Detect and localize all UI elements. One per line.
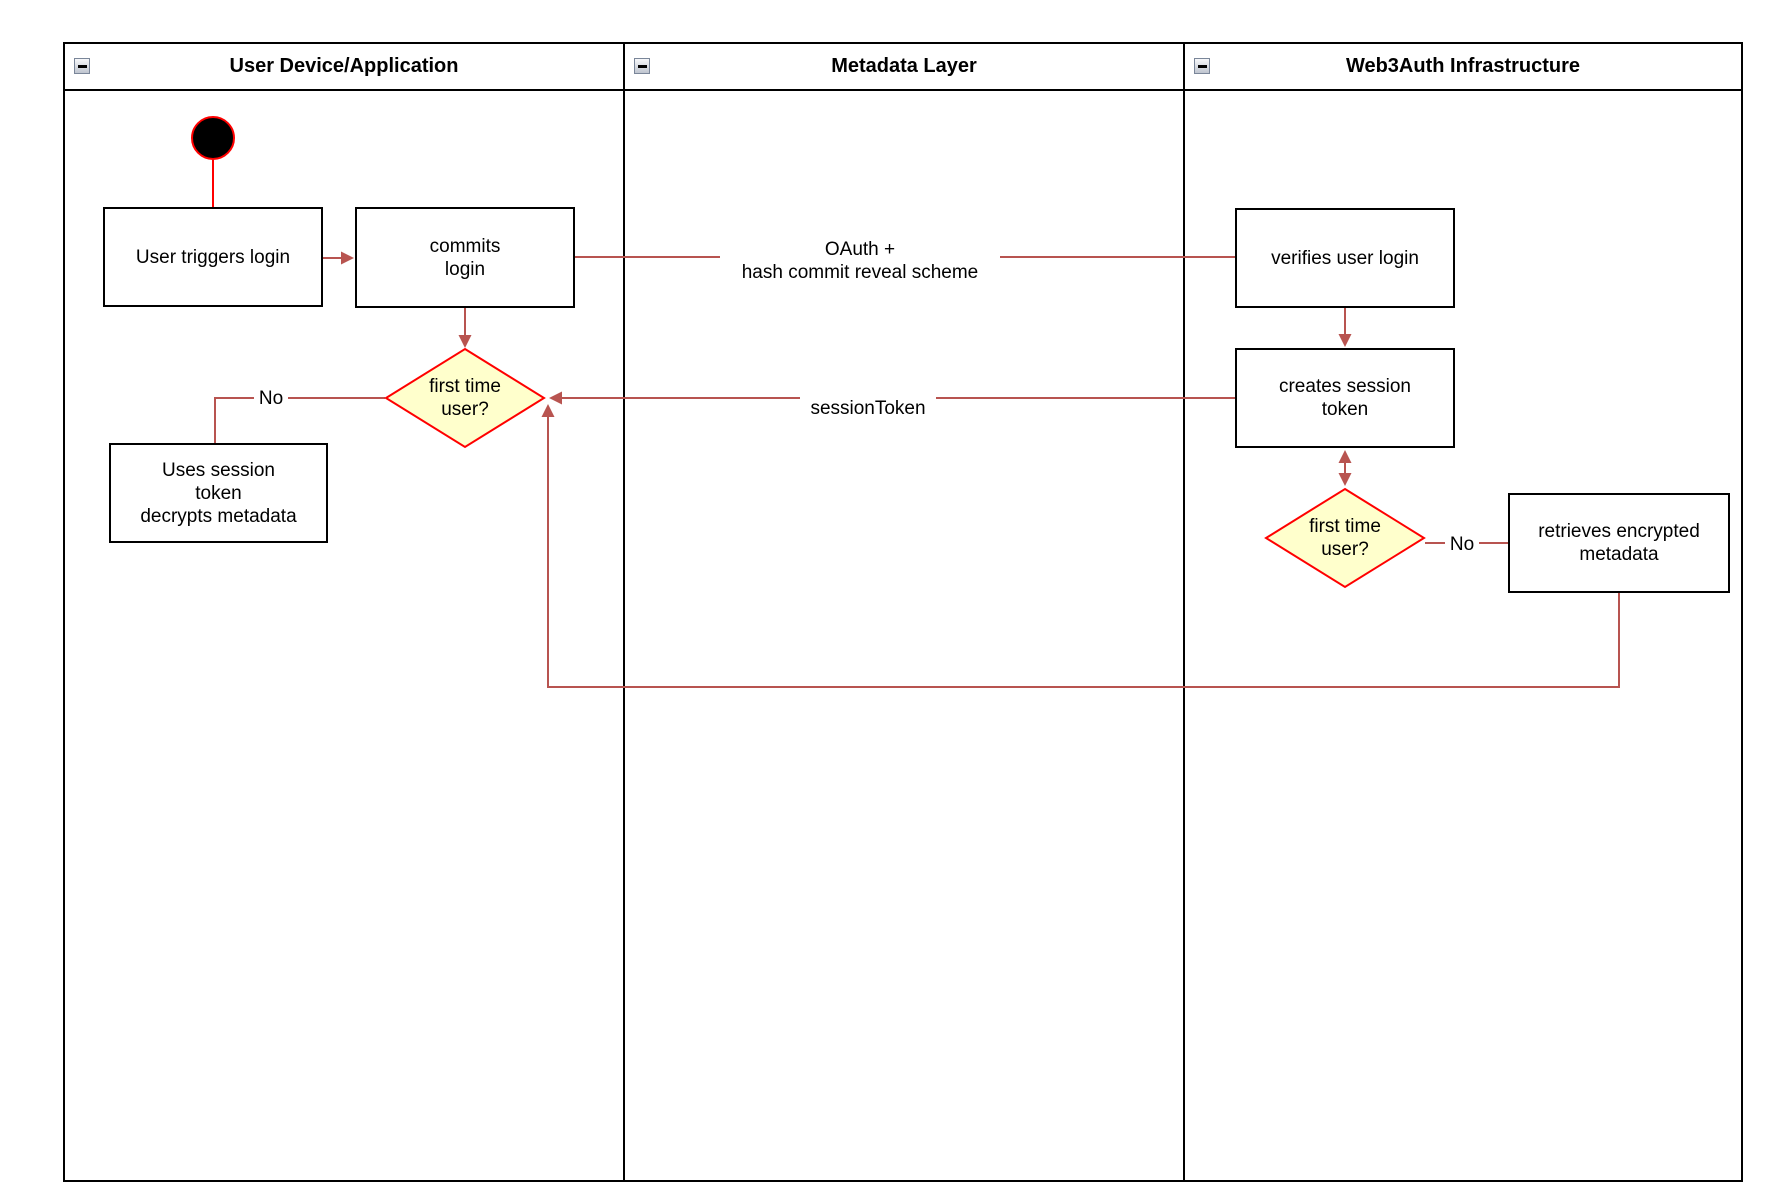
decision-first-time-user-1: first time user? [383, 347, 547, 449]
node-commits-login: commits login [355, 207, 575, 308]
node-uses-session-token: Uses session token decrypts metadata [109, 443, 328, 543]
lane-title: Web3Auth Infrastructure [1345, 55, 1581, 77]
edge-label-session-token: sessionToken [800, 397, 936, 420]
node-creates-session-token: creates session token [1235, 348, 1455, 448]
diamond-shape [384, 347, 546, 449]
lane-divider-2 [1183, 44, 1185, 1180]
collapse-minus-icon[interactable] [1194, 58, 1210, 74]
edge-label-no-2: No [1445, 533, 1479, 556]
lane-header-web3auth: Web3Auth Infrastructure [1185, 44, 1741, 89]
minus-glyph [637, 64, 647, 68]
node-verifies-user-login: verifies user login [1235, 208, 1455, 308]
node-retrieves-encrypted-metadata: retrieves encrypted metadata [1508, 493, 1730, 593]
lane-title: User Device/Application [229, 55, 459, 77]
lane-divider-1 [623, 44, 625, 1180]
lane-header-separator [65, 89, 1741, 91]
lane-title: Metadata Layer [831, 55, 977, 77]
lane-header-user-device: User Device/Application [65, 44, 623, 89]
decision-label: first time user? [429, 376, 501, 420]
node-user-triggers-login: User triggers login [103, 207, 323, 307]
collapse-minus-icon[interactable] [634, 58, 650, 74]
minus-glyph [1197, 64, 1207, 68]
decision-first-time-user-2: first time user? [1263, 487, 1427, 589]
collapse-minus-icon[interactable] [74, 58, 90, 74]
minus-glyph [77, 64, 87, 68]
edge-label-no-1: No [254, 387, 288, 410]
edge-label-oauth: OAuth + hash commit reveal scheme [720, 238, 1000, 284]
lane-header-metadata-layer: Metadata Layer [625, 44, 1183, 89]
decision-label: first time user? [1309, 516, 1381, 560]
start-node [191, 116, 235, 160]
